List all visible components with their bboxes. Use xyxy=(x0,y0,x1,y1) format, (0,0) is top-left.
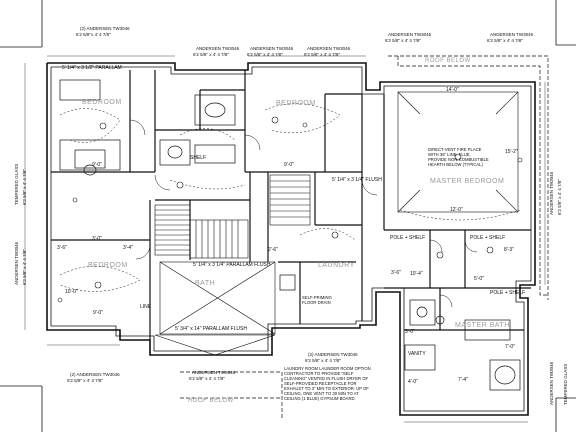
room-label-master-bath: MASTER BATH xyxy=(455,322,510,329)
window-label-4-size: 6'2 5/8" x 4' 4 7/8" xyxy=(304,52,340,57)
dim-d12: 10'-4" xyxy=(410,271,423,277)
dim-d2: 5' 1/4" x 3 1/4" PARALLAM FLUSH xyxy=(193,262,271,268)
dim-d22: 2'-6" xyxy=(268,247,278,253)
laundry-note: LAUNDRY ROOM LAUNDER ROOM OPTION CONTRAC… xyxy=(284,366,371,401)
bottom-gable xyxy=(154,334,276,356)
room-label-bedroom-1: BEDROOM xyxy=(82,99,122,106)
window-label-6-size: 6'2 5/8" x 4' 4 7/8" xyxy=(487,38,523,43)
window-label-3-name: ANDERSEN TW3046 xyxy=(250,46,294,51)
floor-drain-label: SELF-PRIMING FLOOR DRAIN xyxy=(302,295,332,305)
vertical-label-right-1: ANDERSEN TW3046 xyxy=(549,171,554,215)
dim-d16: 15'-2" xyxy=(505,149,518,155)
dim-d18: 10'-0" xyxy=(65,289,78,295)
window-label-3-size: 6'2 5/8" x 4' 4 7/8" xyxy=(247,52,283,57)
window-label-2-size: 6'2 5/8" x 4' 4 7/8" xyxy=(193,52,229,57)
dim-d11: 9'-0" xyxy=(284,162,294,168)
dim-d9: 9'-0" xyxy=(93,310,103,316)
window-label-7-name: (2) ANDERSEN TW3046 xyxy=(70,372,120,377)
open-to-below xyxy=(159,261,276,335)
dim-d20: 4'-0" xyxy=(408,379,418,385)
vanity-label: VANITY xyxy=(408,351,426,357)
room-label-bedroom-3: BEDROOM xyxy=(88,262,128,269)
window-label-6-name: ANDERSEN TW3046 xyxy=(490,32,534,37)
line-label: LINE xyxy=(140,304,152,310)
dim-d19: 7'-0" xyxy=(505,344,515,350)
vertical-label-right-3: TEMPERED GLASS xyxy=(563,363,568,405)
vertical-label-right-4: ANDERSEN TW3046 xyxy=(549,361,554,405)
vertical-label-left-4: 6'2 5/8" x 4' 4 7/8" xyxy=(22,249,27,285)
window-label-7-size: 6'2 5/8" x 4' 4 7/8" xyxy=(67,378,103,383)
dim-d10: 9'-0" xyxy=(92,162,102,168)
dim-d6: 3'-6" xyxy=(57,245,67,251)
window-label-9-name: (2) ANDERSEN TW3046 xyxy=(308,352,358,357)
window-label-1-name: (2) ANDERSEN TW3046 xyxy=(80,26,130,31)
room-label-bedroom-2: BEDROOM xyxy=(276,100,316,107)
roof-below-label-top: ROOF BELOW xyxy=(425,58,471,64)
shelf-label-3: POLE + SHELF xyxy=(470,235,506,241)
vertical-label-right-2: 6'2 5/8" x 4' 4 7/8" xyxy=(557,179,562,215)
wiring xyxy=(59,103,521,292)
room-label-laundry: LAUNDRY xyxy=(318,262,355,269)
dim-d14: 8'-3" xyxy=(504,247,514,253)
dim-d21: 3'-0" xyxy=(405,329,415,335)
roof-outline xyxy=(180,55,549,420)
window-label-8-name: ANDERSEN TW3046 xyxy=(192,370,236,375)
dimension-lines xyxy=(24,55,546,423)
dim-d23: 7'-4" xyxy=(458,377,468,383)
shelf-label-2: POLE + SHELF xyxy=(390,235,426,241)
window-label-2-name: ANDERSEN TW3046 xyxy=(196,46,240,51)
window-label-9-size: 6'2 5/8" x 4' 4 7/8" xyxy=(305,358,341,363)
dim-d4: 5' 1/4" x 3 1/4" FLUSH xyxy=(332,177,382,183)
window-label-5-size: 6'2 5/8" x 4' 4 7/8" xyxy=(385,38,421,43)
room-label-master-bedroom: MASTER BEDROOM xyxy=(430,178,505,185)
dim-d7: 3'-4" xyxy=(123,245,133,251)
shelf-label-4: POLE + SHELF xyxy=(490,290,526,296)
symbols xyxy=(57,116,523,303)
fixtures xyxy=(59,79,521,391)
dim-d1: 5' 1/4" x 3 1/2" PARALLAM xyxy=(62,65,122,71)
interior-walls xyxy=(51,70,531,340)
vertical-label-left-3: ANDERSEN TW3046 xyxy=(14,241,19,285)
dim-d17: 14'-0" xyxy=(446,87,459,93)
dim-d15: 5'-0" xyxy=(474,276,484,282)
dim-d3: 5' 3/4" x 14" PARALLAM FLUSH xyxy=(175,326,247,332)
dim-d8: 3'-6" xyxy=(391,270,401,276)
stairs xyxy=(154,174,311,259)
door-swings xyxy=(129,119,478,308)
window-label-8-size: 6'2 5/8" x 4' 4 7/8" xyxy=(189,376,225,381)
roof-below-label-bottom: ROOF BELOW xyxy=(188,398,234,404)
window-label-4-name: ANDERSEN TW3046 xyxy=(307,46,351,51)
vertical-label-left-2: 6'2 5/8" x 4' 4 7/8" xyxy=(22,169,27,205)
room-label-bath: BATH xyxy=(195,280,216,287)
dim-d5: 3'-0" xyxy=(92,236,102,242)
window-label-1-size: 6'2 5/8"x 4' 4 7/8" xyxy=(76,32,111,37)
vertical-label-left-1: TEMPERED GLASS xyxy=(14,163,19,205)
dim-d13: 12'-0" xyxy=(450,207,463,213)
roof-hips xyxy=(397,91,519,213)
fireplace-note: DIRECT-VENT FIRE PLACE WITH 36" LINE. FL… xyxy=(428,147,489,167)
exterior-walls xyxy=(46,62,536,416)
window-label-5-name: ANDERSEN TW3046 xyxy=(388,32,432,37)
shelf-label-1: SHELF xyxy=(190,155,207,161)
